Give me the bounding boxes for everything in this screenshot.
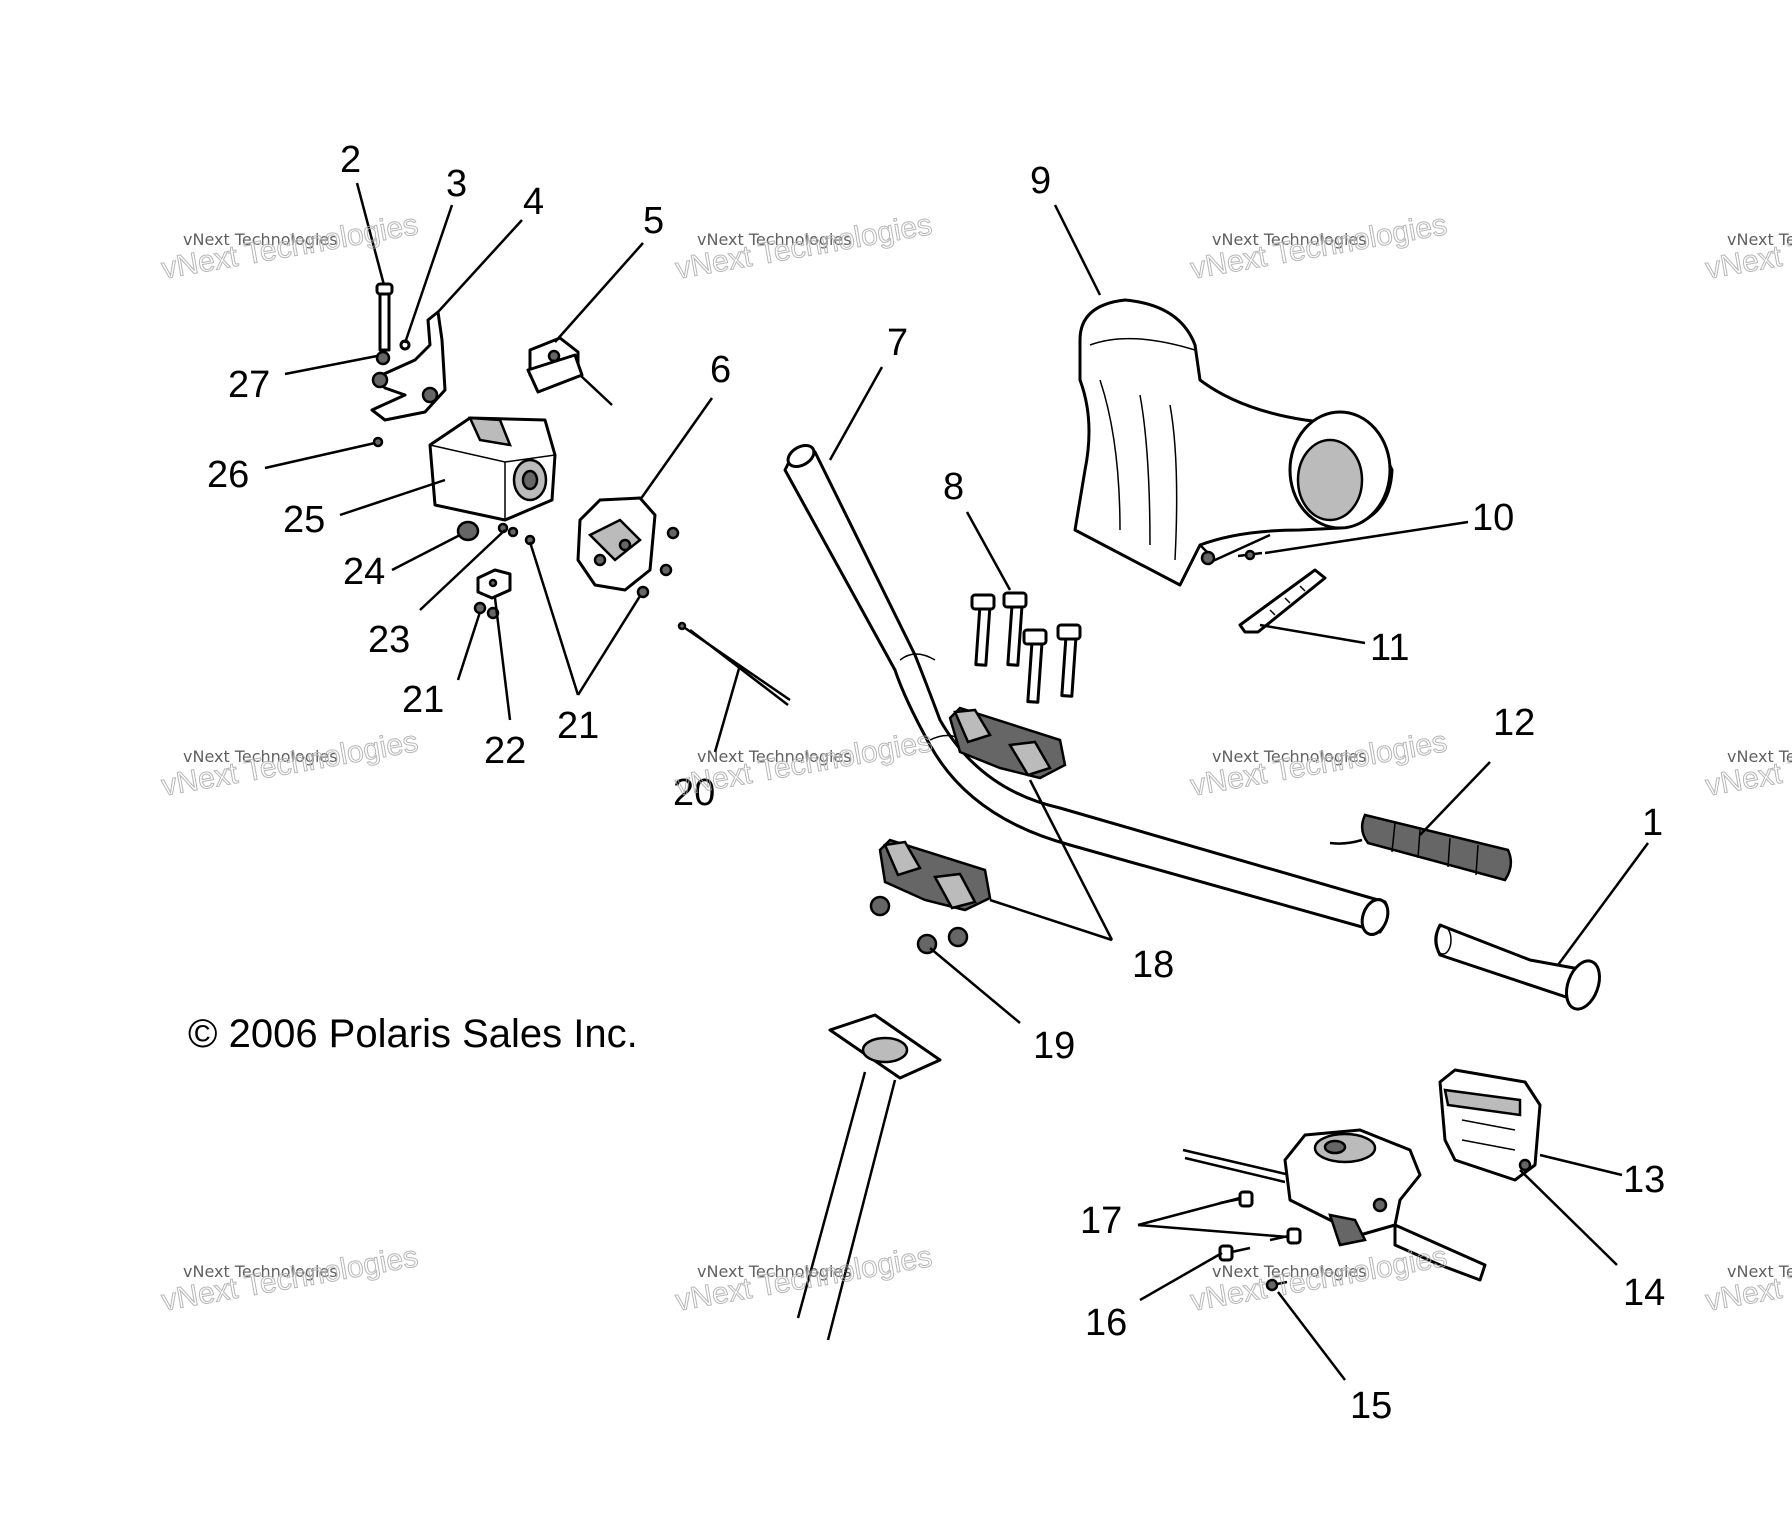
callout-21-left: 21: [402, 679, 444, 721]
grip-part-1: [1434, 923, 1601, 1011]
screw-part-10: [1237, 549, 1263, 561]
steering-post-part: [796, 1013, 942, 1341]
switch-part-5: [526, 336, 613, 406]
screw-part-23b: [507, 526, 519, 538]
callout-19: 19: [1033, 1025, 1075, 1067]
upper-clamp-part-18a: [948, 706, 1067, 780]
callout-18: 18: [1132, 944, 1174, 986]
callout-7: 7: [887, 322, 908, 364]
bolts-part-8: [970, 591, 1082, 704]
callout-20: 20: [673, 772, 715, 814]
watermark-line1: vNext Technologies: [1727, 230, 1792, 249]
watermark-line1: vNext Technologies: [697, 230, 852, 249]
watermark-line1: vNext Technologies: [697, 747, 852, 766]
callout-1: 1: [1642, 802, 1663, 844]
lower-clamp-part-18b: [878, 838, 992, 912]
cable-part-20: [677, 621, 791, 706]
watermark-line2: vNext Technologies: [1703, 1240, 1792, 1318]
screw-part-6a: [666, 526, 680, 540]
lever-bracket-part-4: [370, 310, 447, 422]
watermark-line1: vNext Technologies: [1212, 230, 1367, 249]
screw-part-21a: [473, 601, 487, 615]
callout-11: 11: [1370, 627, 1409, 669]
callout-15: 15: [1350, 1385, 1392, 1427]
watermark: vNext Technologies vNext Technologies: [673, 725, 935, 804]
watermark: vNext Technologies vNext Technologies: [1188, 725, 1450, 804]
callout-2: 2: [340, 139, 361, 181]
watermark-line1: vNext Technologies: [1212, 747, 1367, 766]
cap-part-24: [456, 520, 480, 542]
watermark-line2: vNext Technologies: [159, 1240, 420, 1318]
watermark-line2: vNext Technologies: [159, 725, 420, 803]
watermark-line2: vNext Technologies: [1188, 208, 1449, 286]
callout-24: 24: [343, 551, 385, 593]
watermark-line1: vNext Technologies: [697, 1262, 852, 1281]
watermark: vNext Technologies vNext Technologies: [673, 208, 935, 287]
callout-8: 8: [943, 466, 964, 508]
watermark-line2: vNext Technologies: [673, 208, 934, 286]
watermark-line1: vNext Technologies: [1212, 1262, 1367, 1281]
master-cylinder-part-14: [1182, 1128, 1487, 1282]
callout-9: 9: [1030, 160, 1051, 202]
callout-27: 27: [228, 364, 270, 406]
callout-10: 10: [1472, 497, 1514, 539]
housing-part-25: [428, 416, 557, 522]
handlebar-pad-part: [1073, 298, 1394, 587]
watermark: vNext Technologies vNext Technologies: [159, 1240, 421, 1319]
watermark-line1: vNext Technologies: [183, 747, 338, 766]
watermark: vNext Technologies vNext Technologies: [1703, 1240, 1792, 1319]
callout-5: 5: [643, 200, 664, 242]
screw-part-6b: [659, 563, 673, 577]
watermark: vNext Technologies vNext Technologies: [1188, 208, 1450, 287]
callout-26: 26: [207, 454, 249, 496]
callout-6: 6: [710, 349, 731, 391]
copyright-notice: © 2006 Polaris Sales Inc.: [188, 1012, 638, 1056]
bolt-part-16: [1218, 1244, 1251, 1262]
callout-labels: 1 2 3 4 5 6 7 8 9 10 11 12 13 14 15 16 1…: [207, 139, 1665, 1427]
watermark-line1: vNext Technologies: [1727, 747, 1792, 766]
watermark-line2: vNext Technologies: [1703, 725, 1792, 803]
watermark-line2: vNext Technologies: [673, 1240, 934, 1318]
screw-part-6c: [636, 585, 650, 599]
screw-part-15: [1265, 1278, 1288, 1292]
cover-plate-part-22: [476, 568, 512, 600]
callout-21-right: 21: [557, 705, 599, 747]
callout-16: 16: [1085, 1302, 1127, 1344]
callout-22: 22: [484, 730, 526, 772]
watermark: vNext Technologies vNext Technologies: [1703, 725, 1792, 804]
leader-lines: [264, 182, 1650, 1381]
watermark-line2: vNext Technologies: [1188, 725, 1449, 803]
callout-4: 4: [523, 181, 544, 223]
callout-25: 25: [283, 499, 325, 541]
callout-17: 17: [1080, 1200, 1122, 1242]
screw-part-26: [372, 436, 384, 448]
callout-12: 12: [1493, 702, 1535, 744]
nuts-part-19: [869, 895, 969, 955]
watermark: vNext Technologies vNext Technologies: [1703, 208, 1792, 287]
watermark: vNext Technologies vNext Technologies: [159, 725, 421, 804]
watermark: vNext Technologies vNext Technologies: [673, 1240, 935, 1319]
handlebar-part: [783, 444, 1390, 936]
watermark-line1: vNext Technologies: [183, 230, 338, 249]
callout-3: 3: [446, 163, 467, 205]
watermark-line1: vNext Technologies: [183, 1262, 338, 1281]
bracket-part-11: [1238, 568, 1327, 634]
callout-14: 14: [1623, 1272, 1665, 1314]
switch-housing-part-13: [1438, 1068, 1542, 1182]
callout-23: 23: [368, 619, 410, 661]
watermark-line2: vNext Technologies: [673, 725, 934, 803]
callout-13: 13: [1623, 1159, 1665, 1201]
watermark-line2: vNext Technologies: [1703, 208, 1792, 286]
washer-part-27: [375, 350, 391, 366]
switch-housing-part-6: [576, 496, 657, 592]
watermark-line1: vNext Technologies: [1727, 1262, 1792, 1281]
bolt-part-2: [375, 282, 394, 352]
grip-part-12: [1329, 813, 1513, 882]
